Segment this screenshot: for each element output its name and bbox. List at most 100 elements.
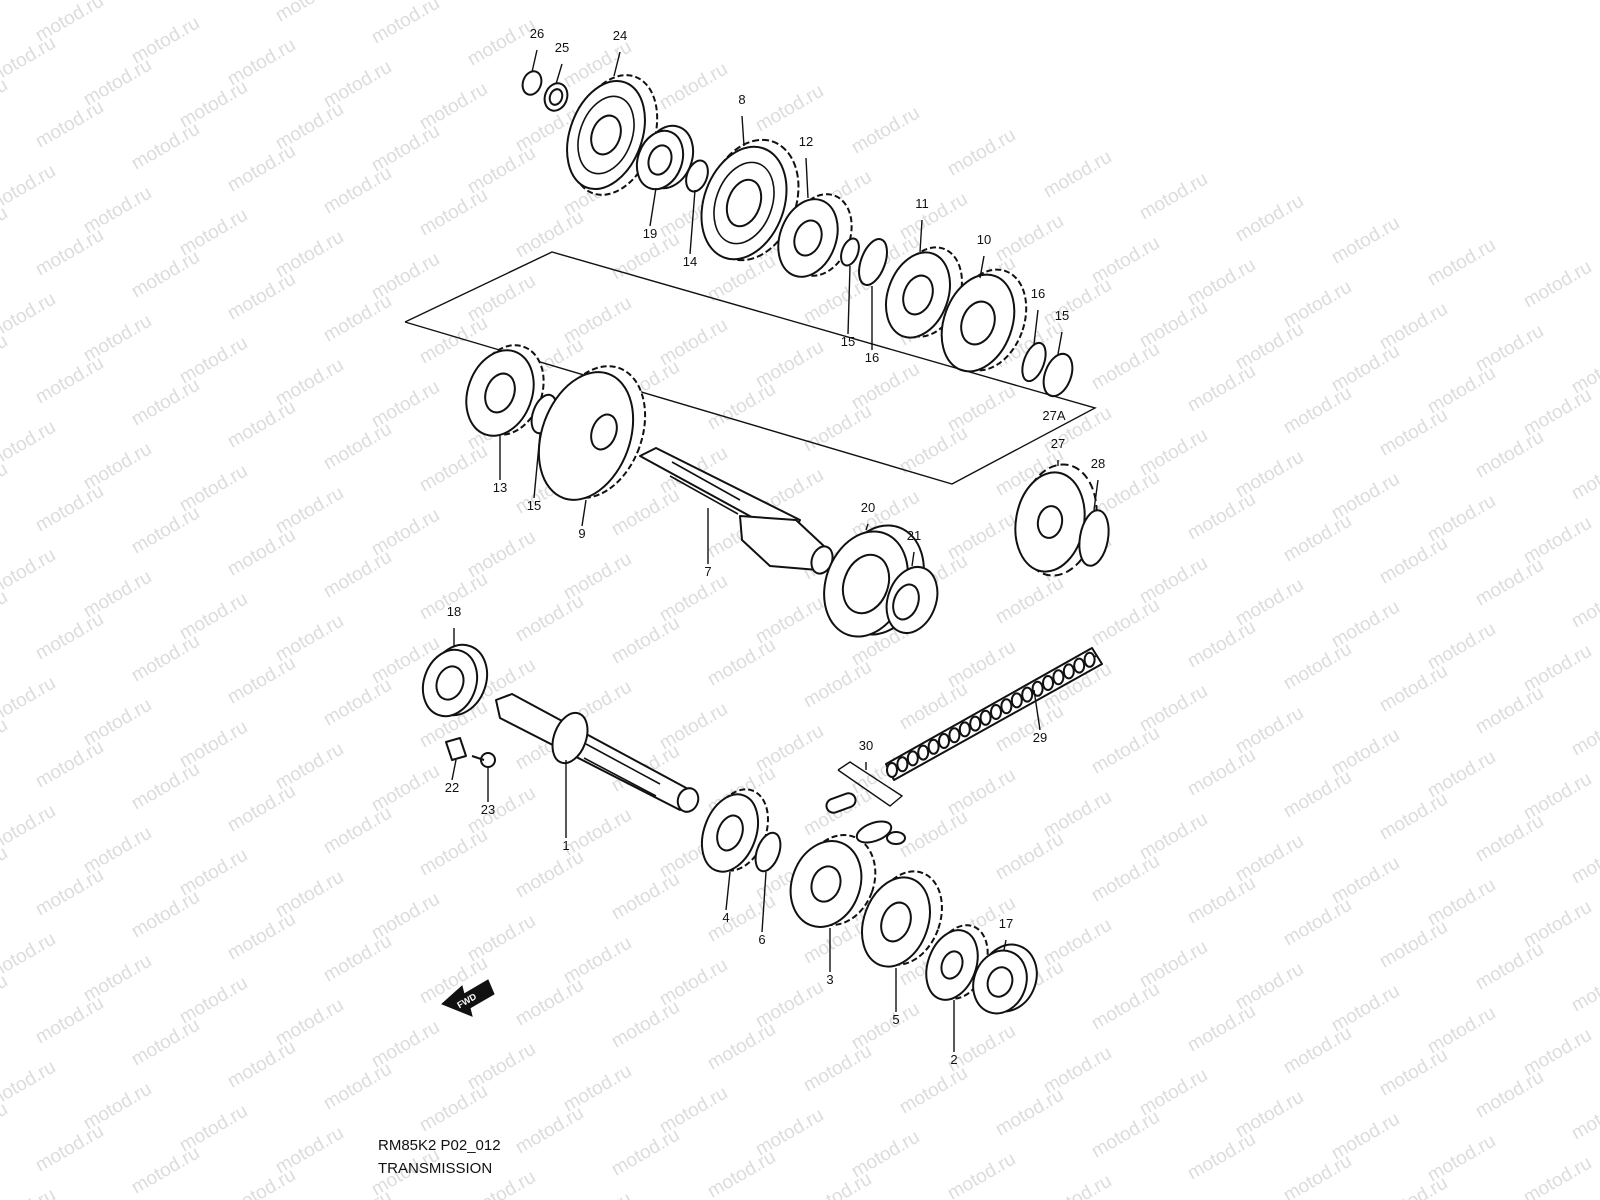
callout-12: 12 bbox=[799, 134, 813, 149]
watermark-text: motod.ru bbox=[608, 1125, 683, 1181]
watermark-text: motod.ru bbox=[800, 401, 875, 457]
callout-2: 2 bbox=[950, 1052, 957, 1067]
chain-link bbox=[1042, 675, 1054, 691]
watermark-text: motod.ru bbox=[0, 929, 59, 985]
watermark-text: motod.ru bbox=[896, 807, 971, 863]
watermark-text: motod.ru bbox=[32, 1121, 107, 1177]
callout-17: 17 bbox=[999, 916, 1013, 931]
watermark-text: motod.ru bbox=[0, 33, 59, 89]
callout-10: 10 bbox=[977, 232, 991, 247]
watermark-text: motod.ru bbox=[1376, 533, 1451, 589]
watermark-text: motod.ru bbox=[1376, 1173, 1451, 1200]
watermark-text: motod.ru bbox=[128, 631, 203, 687]
watermark-text: motod.ru bbox=[1184, 361, 1259, 417]
watermark-text: motod.ru bbox=[320, 163, 395, 219]
watermark-text: motod.ru bbox=[1472, 811, 1547, 867]
watermark-text: motod.ru bbox=[1376, 405, 1451, 461]
watermark-text: motod.ru bbox=[1568, 833, 1600, 889]
watermark-text: motod.ru bbox=[512, 1103, 587, 1159]
watermark-text: motod.ru bbox=[1040, 1171, 1115, 1200]
watermark-text: motod.ru bbox=[0, 417, 59, 473]
watermark-text: motod.ru bbox=[0, 289, 59, 345]
watermark-text: motod.ru bbox=[1280, 511, 1355, 567]
chain-link bbox=[1000, 698, 1013, 715]
watermark-text: motod.ru bbox=[320, 803, 395, 859]
leader-line-14 bbox=[689, 189, 696, 255]
watermark-text: motod.ru bbox=[608, 485, 683, 541]
watermark-text: motod.ru bbox=[1472, 427, 1547, 483]
watermark-text: motod.ru bbox=[224, 1165, 299, 1200]
watermark-text: motod.ru bbox=[848, 103, 923, 159]
callout-25: 25 bbox=[555, 40, 569, 55]
callout-22: 22 bbox=[445, 780, 459, 795]
watermark-text: motod.ru bbox=[32, 737, 107, 793]
callout-30: 30 bbox=[859, 738, 873, 753]
chain-link bbox=[979, 709, 992, 726]
watermark-text: motod.ru bbox=[0, 331, 11, 387]
watermark-text: motod.ru bbox=[1136, 169, 1211, 225]
chain-link bbox=[958, 721, 971, 738]
part-10-gear bbox=[940, 268, 1028, 373]
callout-7: 7 bbox=[704, 564, 711, 579]
watermark-text: motod.ru bbox=[176, 0, 251, 4]
chain-link bbox=[1073, 657, 1086, 674]
watermark-text: motod.ru bbox=[1040, 147, 1115, 203]
watermark-text: motod.ru bbox=[224, 525, 299, 581]
watermark-text: motod.ru bbox=[944, 1149, 1019, 1200]
part-14-washer bbox=[685, 159, 709, 193]
callout-11: 11 bbox=[915, 196, 929, 211]
leader-line-16 bbox=[1033, 309, 1039, 345]
callout-23: 23 bbox=[481, 802, 495, 817]
leader-line-24 bbox=[613, 51, 621, 77]
callout-27A: 27A bbox=[1042, 408, 1065, 423]
watermark-text: motod.ru bbox=[1568, 577, 1600, 633]
leader-line-19 bbox=[649, 187, 657, 227]
diagram-title: TRANSMISSION bbox=[378, 1160, 493, 1177]
part-5-gear bbox=[861, 870, 943, 968]
part-27-sprocket bbox=[1014, 463, 1098, 577]
chain-link bbox=[1052, 669, 1065, 686]
watermark-text: motod.ru bbox=[0, 75, 11, 131]
watermark-text: motod.ru bbox=[896, 423, 971, 479]
watermark-text: motod.ru bbox=[1520, 1153, 1595, 1200]
part-1-driveshaft bbox=[495, 693, 700, 813]
leader-line-15 bbox=[533, 433, 541, 499]
watermark-text: motod.ru bbox=[1184, 745, 1259, 801]
watermark-text: motod.ru bbox=[1232, 191, 1307, 247]
part-19-bearing bbox=[635, 124, 695, 191]
watermark-text: motod.ru bbox=[128, 247, 203, 303]
part-22-retainer bbox=[445, 737, 467, 761]
part-7-countershaft bbox=[639, 447, 834, 575]
watermark-text: motod.ru bbox=[0, 0, 11, 24]
callout-9: 9 bbox=[578, 526, 585, 541]
watermark-text: motod.ru bbox=[1088, 595, 1163, 651]
watermark-text: motod.ru bbox=[1184, 1001, 1259, 1057]
chain-link bbox=[906, 750, 919, 767]
leader-line-29 bbox=[1033, 689, 1041, 731]
watermark-text: motod.ru bbox=[224, 909, 299, 965]
watermark-text: motod.ru bbox=[1472, 939, 1547, 995]
watermark-text: motod.ru bbox=[1520, 257, 1595, 313]
watermark-text: motod.ru bbox=[800, 657, 875, 713]
part-21-oil-seal bbox=[885, 566, 939, 634]
chain-link bbox=[886, 762, 898, 778]
callout-26: 26 bbox=[530, 26, 544, 41]
part-15-circlip-upper bbox=[840, 237, 860, 267]
watermark-text: motod.ru bbox=[1088, 1107, 1163, 1163]
watermark-text: motod.ru bbox=[0, 1185, 59, 1200]
leader-line-6 bbox=[761, 871, 767, 933]
part-12-gear bbox=[777, 193, 853, 278]
part-25-washer bbox=[543, 82, 569, 112]
callout-16: 16 bbox=[1031, 286, 1045, 301]
watermark-text: motod.ru bbox=[32, 353, 107, 409]
watermark-text: motod.ru bbox=[1184, 617, 1259, 673]
watermark-text: motod.ru bbox=[128, 119, 203, 175]
watermark-text: motod.ru bbox=[320, 1059, 395, 1115]
callout-1: 1 bbox=[562, 838, 569, 853]
watermark-text: motod.ru bbox=[1328, 213, 1403, 269]
callout-18: 18 bbox=[447, 604, 461, 619]
callout-5: 5 bbox=[892, 1012, 899, 1027]
callout-16: 16 bbox=[865, 350, 879, 365]
